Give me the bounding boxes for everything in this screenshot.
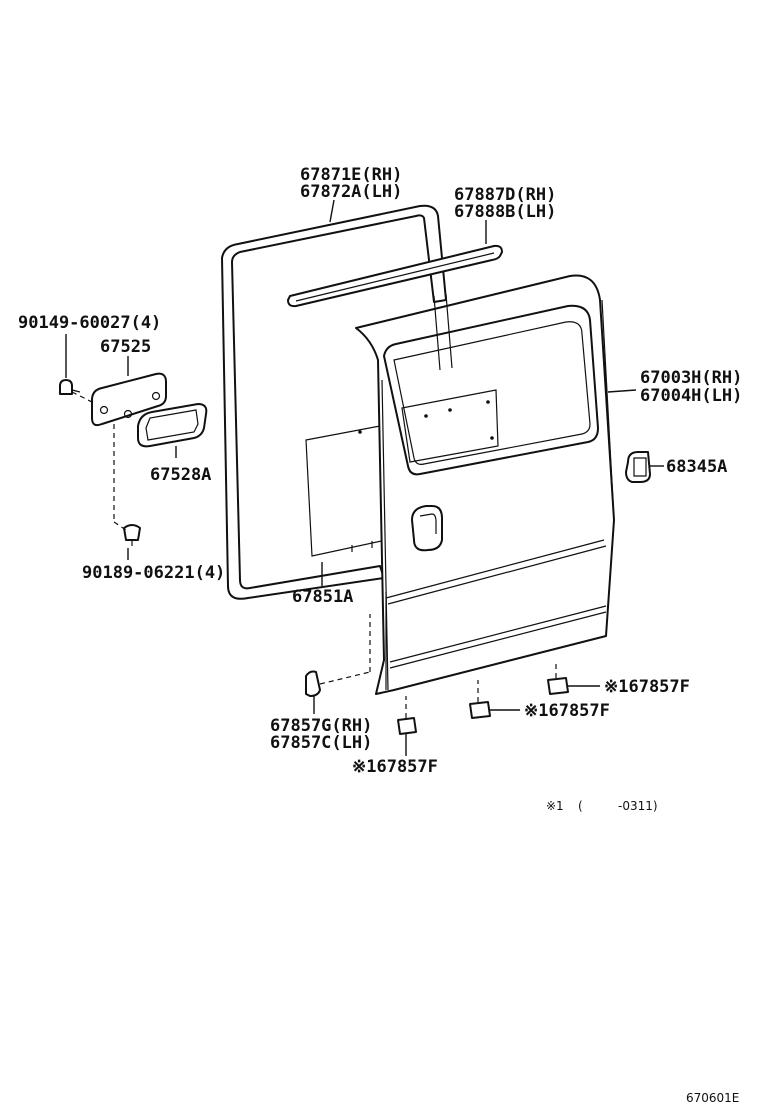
footnote-mark: ※1 (546, 799, 564, 813)
label-67888: 67888B(LH) (454, 202, 556, 222)
label-90149: 90149-60027(4) (18, 313, 161, 333)
plug-67857f-b (469, 701, 491, 719)
label-90189: 90189-06221(4) (82, 563, 225, 583)
stopper-68345 (625, 451, 651, 483)
label-67003: 67003H(RH) (640, 368, 742, 388)
plug-67857f-a (547, 677, 569, 695)
clip-90189 (123, 524, 141, 546)
service-hole-cover-67851 (305, 425, 387, 557)
belt-moulding-67887 (287, 244, 503, 308)
label-67857f-b: ※167857F (524, 701, 610, 721)
label-67872: 67872A(LH) (300, 182, 402, 202)
pad-67528 (137, 403, 208, 448)
label-67857f-a: ※167857F (604, 677, 690, 697)
footnote-range: -0311) (618, 799, 658, 813)
footnote-open: ( (578, 799, 583, 813)
label-67871: 67871E(RH) (300, 165, 402, 185)
label-68345: 68345A (666, 457, 727, 477)
plug-67857f-c (397, 717, 417, 735)
cover-67525 (91, 372, 167, 427)
sliding-door-panel-67003 (355, 274, 615, 695)
label-67525: 67525 (100, 337, 151, 357)
figure-code: 670601E (686, 1091, 739, 1105)
label-67851: 67851A (292, 587, 353, 607)
label-67857g: 67857G(RH) (270, 716, 372, 736)
label-67857f-c: ※167857F (352, 757, 438, 777)
label-67528: 67528A (150, 465, 211, 485)
screw-90149 (59, 379, 81, 395)
door-weatherstrip-67871 (221, 204, 447, 600)
leader-lines (65, 199, 664, 756)
label-67004: 67004H(LH) (640, 386, 742, 406)
label-67857c: 67857C(LH) (270, 733, 372, 753)
cap-67857g (305, 670, 321, 697)
label-67887: 67887D(RH) (454, 185, 556, 205)
